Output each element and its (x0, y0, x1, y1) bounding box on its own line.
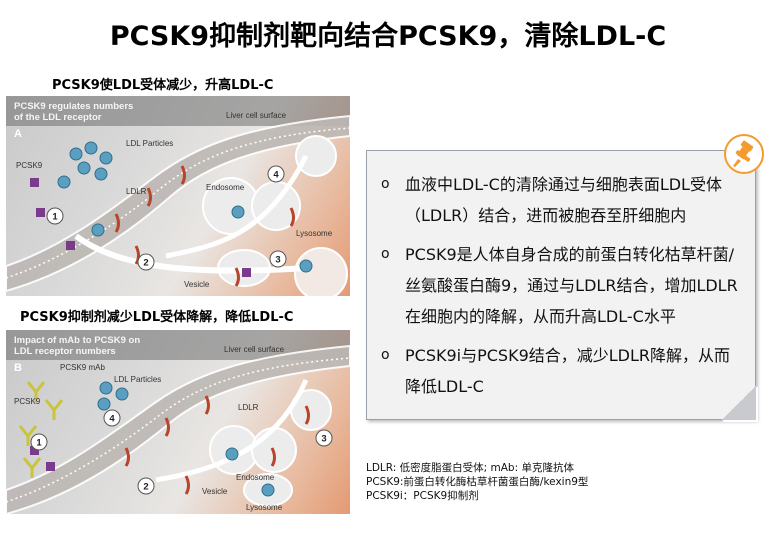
label-lysosome: Lysosome (246, 503, 283, 512)
footnotes: LDLR: 低密度脂蛋白受体; mAb: 单克隆抗体 PCSK9:前蛋白转化酶枯… (366, 461, 588, 503)
summary-item: o 血液中LDL-C的清除通过与细胞表面LDL受体（LDLR）结合，进而被胞吞至… (381, 169, 741, 231)
panel-a-illustration: 1 2 3 4 PCSK9 regulates numbers of the L… (6, 96, 350, 296)
panel-a-header-2: of the LDL receptor (14, 112, 102, 123)
folded-corner (722, 386, 756, 420)
summary-text: 血液中LDL-C的清除通过与细胞表面LDL受体（LDLR）结合，进而被胞吞至肝细… (405, 175, 722, 225)
summary-item: o PCSK9是人体自身合成的前蛋白转化枯草杆菌/丝氨酸蛋白酶9，通过与LDLR… (381, 239, 741, 332)
panel-b-caption: PCSK9抑制剂减少LDL受体降解，降低LDL-C (20, 310, 294, 325)
label-liver-surface: Liver cell surface (224, 345, 285, 354)
step-3: 3 (275, 255, 280, 266)
step-4: 4 (109, 414, 115, 425)
label-pcsk9-mab: PCSK9 mAb (60, 363, 105, 372)
footnote: LDLR: 低密度脂蛋白受体; mAb: 单克隆抗体 (366, 462, 574, 474)
label-liver-surface: Liver cell surface (226, 111, 287, 120)
summary-text: PCSK9是人体自身合成的前蛋白转化枯草杆菌/丝氨酸蛋白酶9，通过与LDLR结合… (405, 245, 738, 326)
panel-b-figure: 1 2 3 4 Impact of mAb to PCSK9 on LDL re… (6, 330, 350, 514)
bullet-marker: o (381, 347, 390, 363)
label-ldl-particles: LDL Particles (114, 375, 161, 384)
label-lysosome: Lysosome (296, 229, 333, 238)
summary-text: PCSK9i与PCSK9结合，减少LDLR降解，从而降低LDL-C (405, 346, 731, 396)
step-1: 1 (52, 212, 58, 223)
panel-b-header-1: Impact of mAb to PCSK9 on (14, 335, 140, 346)
label-ldlr: LDLR (126, 187, 147, 196)
bullet-marker: o (381, 176, 390, 192)
panel-b-illustration: 1 2 3 4 Impact of mAb to PCSK9 on LDL re… (6, 330, 350, 514)
step-1: 1 (36, 438, 42, 449)
label-ldl-particles: LDL Particles (126, 139, 173, 148)
panel-b-letter: B (14, 362, 22, 374)
step-3: 3 (321, 434, 326, 445)
label-vesicle: Vesicle (202, 487, 228, 496)
footnote: PCSK9i：PCSK9抑制剂 (366, 490, 479, 502)
footnote: PCSK9:前蛋白转化酶枯草杆菌蛋白酶/kexin9型 (366, 476, 589, 488)
bullet-marker: o (381, 246, 390, 262)
page-title: PCSK9抑制剂靶向结合PCSK9，清除LDL-C (109, 21, 667, 52)
panel-a-letter: A (14, 128, 22, 140)
pushpin-icon (724, 134, 764, 174)
label-vesicle: Vesicle (184, 280, 210, 289)
label-ldlr: LDLR (238, 403, 259, 412)
panel-b-header-2: LDL receptor numbers (14, 346, 116, 357)
label-pcsk9: PCSK9 (14, 397, 41, 406)
summary-item: o PCSK9i与PCSK9结合，减少LDLR降解，从而降低LDL-C (381, 340, 741, 402)
label-endosome: Endosome (236, 473, 275, 482)
summary-list: o 血液中LDL-C的清除通过与细胞表面LDL受体（LDLR）结合，进而被胞吞至… (367, 151, 755, 402)
summary-note: o 血液中LDL-C的清除通过与细胞表面LDL受体（LDLR）结合，进而被胞吞至… (366, 150, 758, 422)
step-4: 4 (273, 170, 279, 181)
step-2: 2 (143, 258, 148, 269)
panel-a-header-1: PCSK9 regulates numbers (14, 101, 133, 112)
label-endosome: Endosome (206, 183, 245, 192)
label-pcsk9: PCSK9 (16, 161, 43, 170)
step-2: 2 (143, 482, 148, 493)
panel-a-figure: 1 2 3 4 PCSK9 regulates numbers of the L… (6, 96, 350, 296)
panel-a-caption: PCSK9使LDL受体减少，升高LDL-C (52, 78, 274, 93)
